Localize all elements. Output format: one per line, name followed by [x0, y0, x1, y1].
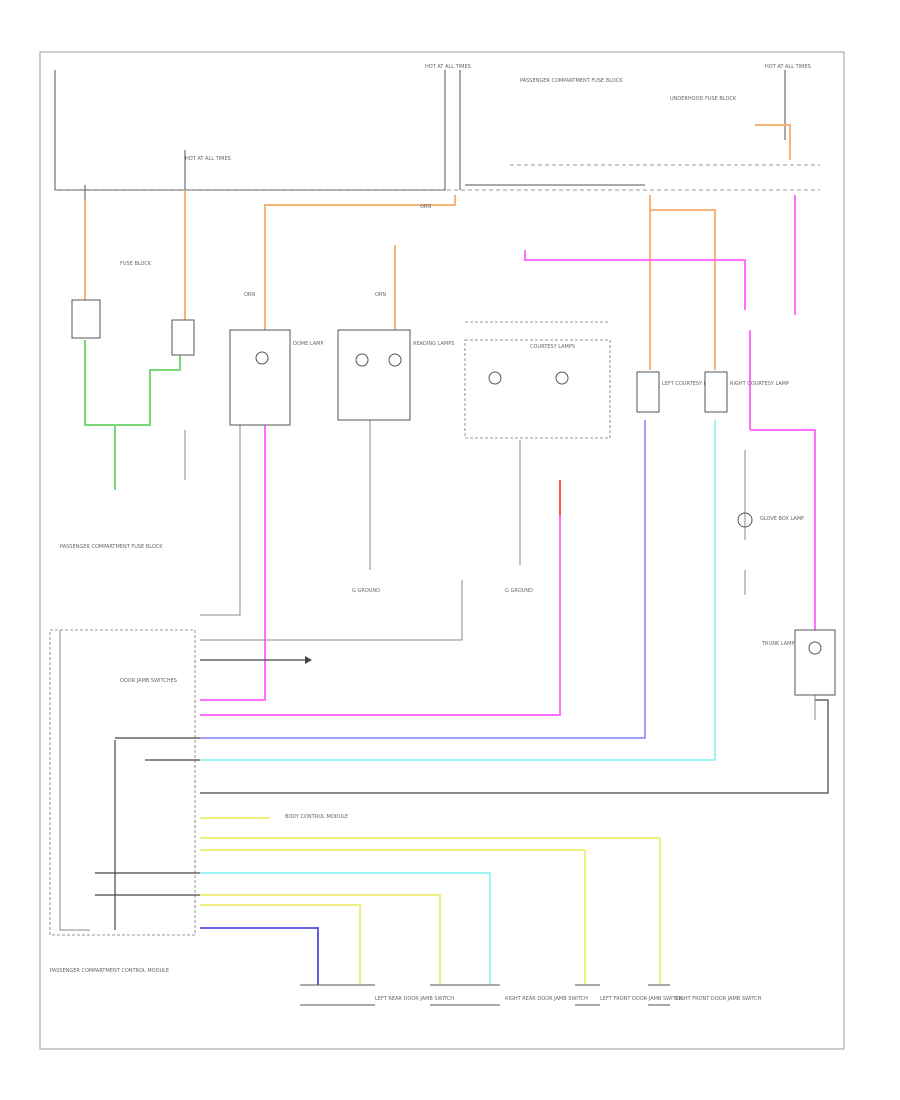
hot-label-mid: HOT AT ALL TIMES — [425, 64, 471, 70]
lf-door-label: LEFT FRONT DOOR JAMB SWITCH — [600, 996, 683, 1002]
blue-wire — [200, 420, 646, 739]
trunk-lamp-label: TRUNK LAMP — [761, 641, 794, 647]
wire-code-2: ORN — [244, 292, 255, 298]
trunk-lamp-box — [794, 629, 836, 696]
glove-box-bulb — [737, 512, 753, 528]
rf-door-label: RIGHT FRONT DOOR JAMB SWITCH — [675, 996, 762, 1002]
grey-wires — [59, 420, 816, 931]
passenger-fuse-label: PASSENGER COMPARTMENT FUSE BLOCK — [520, 78, 623, 84]
reading-lamps-box — [337, 329, 411, 421]
passenger-module-label: PASSENGER COMPARTMENT FUSE BLOCK — [60, 544, 163, 550]
green-wire — [84, 340, 181, 490]
g-ground-label: G GROUND — [352, 588, 380, 594]
control-module-switch-label: DOOR JAMB SWITCHES — [120, 678, 177, 684]
dome-lamp-box — [229, 329, 291, 426]
wire-code-3: ORN — [375, 292, 386, 298]
orange-wires — [84, 124, 791, 370]
courtesy-lamps-box — [464, 339, 611, 439]
left-switch-box — [71, 299, 101, 339]
reading-lamps-label: READING LAMPS — [413, 341, 454, 347]
rr-door-label: RIGHT REAR DOOR JAMB SWITCH — [505, 996, 588, 1002]
control-module-frame — [49, 629, 196, 936]
courtesy-bulb-1 — [488, 371, 502, 385]
courtesy-lamps-label: COURTESY LAMPS — [530, 344, 575, 350]
control-module-label: PASSENGER COMPARTMENT CONTROL MODULE — [50, 968, 169, 974]
right-courtesy-box — [704, 371, 728, 413]
diagram-frame — [39, 51, 845, 1050]
cyan-wire — [200, 420, 716, 761]
arrow-head — [305, 656, 312, 664]
left-courtesy-label: LEFT COURTESY LAMP — [662, 381, 717, 387]
lr-door-label: LEFT REAR DOOR JAMB SWITCH — [375, 996, 454, 1002]
fuse-switch-box — [171, 319, 195, 356]
blue-wire-2 — [200, 927, 319, 985]
dome-lamp-bulb — [255, 351, 269, 365]
fuse-block-outline — [54, 70, 446, 191]
cyan-wire-2 — [200, 872, 491, 985]
hot-label-left: HOT AT ALL TIMES — [185, 156, 231, 162]
glove-box-label: GLOVE BOX LAMP — [760, 516, 804, 522]
underhood-fuse-label: UNDERHOOD FUSE BLOCK — [670, 96, 737, 102]
wire-code-1: ORN — [420, 204, 431, 210]
g-ground-label-2: G GROUND — [505, 588, 533, 594]
door-switch-group — [300, 984, 670, 1006]
hot-label-right: HOT AT ALL TIMES — [765, 64, 811, 70]
reading-lamp-bulb-2 — [388, 353, 402, 367]
left-courtesy-box — [636, 371, 660, 413]
black-wires — [95, 659, 829, 930]
right-courtesy-label: RIGHT COURTESY LAMP — [730, 381, 789, 387]
reading-lamp-bulb-1 — [355, 353, 369, 367]
dome-lamp-label: DOME LAMP — [293, 341, 324, 347]
fuse-block-label: FUSE BLOCK — [120, 261, 152, 267]
body-control-label: BODY CONTROL MODULE — [285, 814, 348, 820]
pink-wires — [200, 195, 816, 716]
yellow-wires — [200, 817, 661, 985]
trunk-lamp-bulb — [808, 641, 822, 655]
courtesy-bulb-2 — [555, 371, 569, 385]
